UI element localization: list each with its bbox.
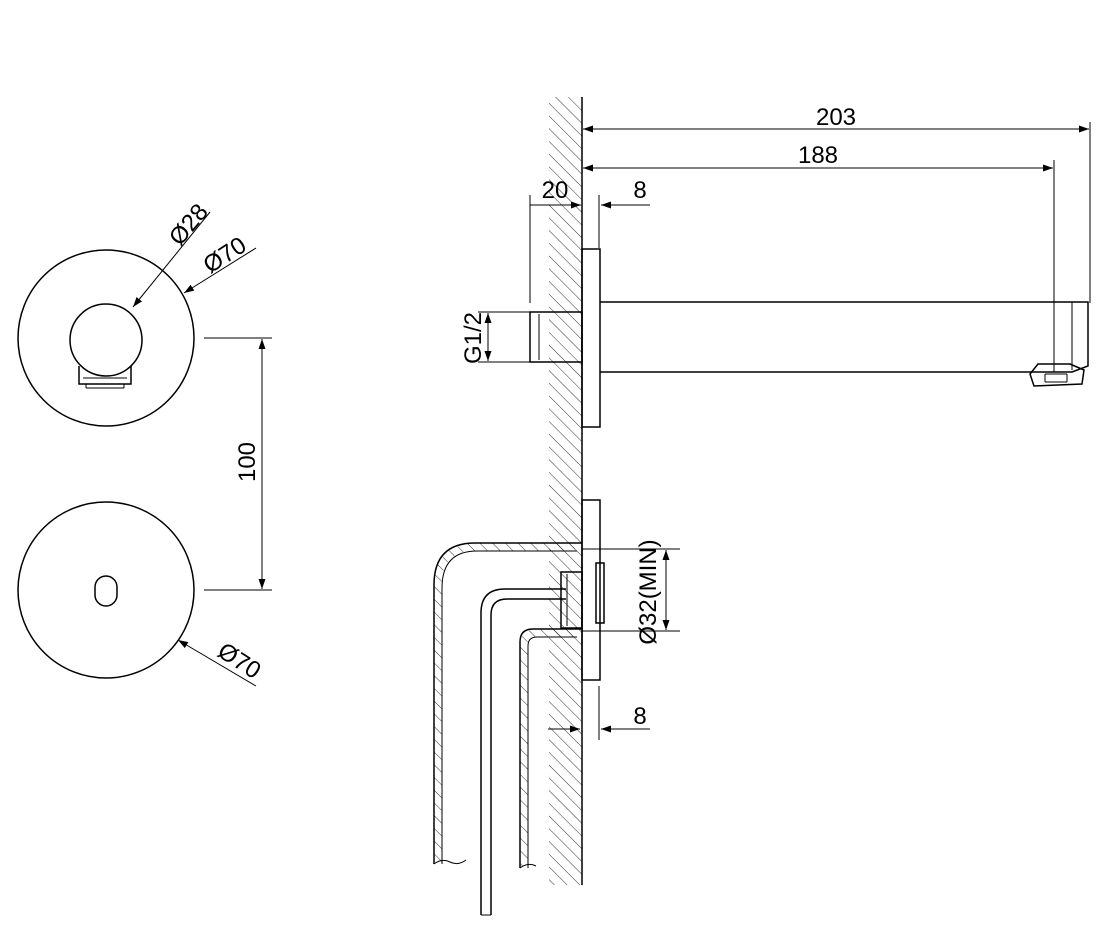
lower-rosette-plate — [581, 499, 601, 681]
dim-8-top-label: 8 — [633, 177, 646, 204]
front-view-sensor-rosette — [17, 501, 195, 679]
thread-connection — [529, 311, 583, 363]
leader-d70-bottom — [177, 639, 257, 687]
dim-20-label: 20 — [542, 177, 569, 204]
rosette-bottom-circle — [17, 501, 195, 679]
leader-d70-top — [183, 247, 257, 294]
upper-rosette-plate — [581, 248, 601, 428]
dim-203-label: 203 — [816, 104, 856, 131]
aerator-nozzle — [1029, 363, 1085, 387]
sensor-window — [94, 575, 118, 607]
dim-188-label: 188 — [798, 142, 838, 169]
dim-g12-label: G1/2 — [460, 312, 487, 364]
nozzle-outline — [78, 366, 132, 385]
leader-d28 — [132, 211, 211, 308]
dim-8-bottom-label: 8 — [633, 703, 646, 730]
conduit-tube — [433, 542, 582, 869]
dim-d32-label: Ø32(MIN) — [635, 539, 662, 644]
dim-d28-label: Ø28 — [164, 199, 214, 251]
front-view-spout-rosette — [17, 249, 195, 427]
dim-d70-bottom-label: Ø70 — [213, 637, 266, 684]
dim-d70-top-label: Ø70 — [199, 232, 252, 279]
spout-outlet-circle — [69, 303, 143, 377]
sensor-cable — [480, 588, 566, 916]
spout-body — [600, 301, 1089, 387]
dim-100-label: 100 — [234, 442, 261, 482]
wall-section — [549, 97, 583, 885]
rosette-top-circle — [17, 249, 195, 427]
sensor-body — [560, 562, 605, 629]
